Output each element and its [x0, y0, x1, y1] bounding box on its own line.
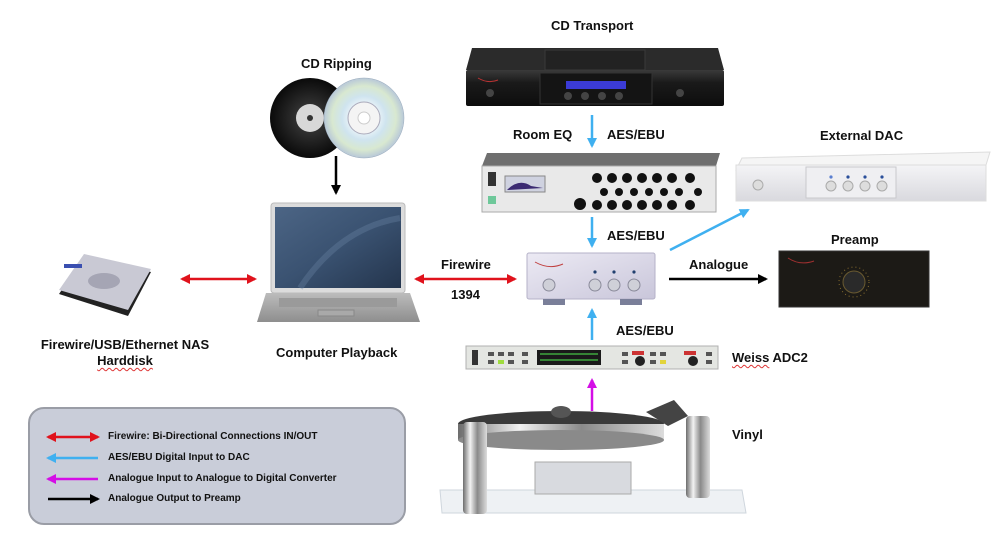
preamp-device [778, 250, 930, 308]
harddisk-device [59, 254, 151, 316]
adc-device [465, 345, 719, 370]
legend-item-analogue-output: Analogue Output to Preamp [30, 492, 404, 508]
firewire-1394-label: 1394 [451, 287, 480, 302]
room-eq-device [481, 153, 720, 213]
laptop-device [257, 202, 420, 322]
cd-transport-label: CD Transport [551, 18, 634, 33]
legend-item-firewire: Firewire: Bi-Directional Connections IN/… [30, 430, 404, 446]
turntable-device [439, 400, 747, 514]
nas-label-line2: Harddisk [97, 353, 153, 368]
legend-label-analogue-input: Analogue Input to Analogue to Digital Co… [108, 473, 337, 484]
legend-label-analogue-output: Analogue Output to Preamp [108, 493, 241, 504]
legend-item-analogue-input: Analogue Input to Analogue to Digital Co… [30, 472, 404, 488]
adc-label-word1: Weiss [732, 350, 770, 365]
cd-discs-icon [270, 77, 405, 159]
adc-label-word2: ADC2 [772, 350, 808, 365]
room-eq-label: Room EQ [513, 127, 573, 142]
adc-label: Weiss ADC2 [732, 350, 808, 365]
black-arrow-icon [48, 494, 100, 504]
aes-ebu-label-1: AES/EBU [607, 127, 665, 142]
legend-item-aes: AES/EBU Digital Input to DAC [30, 451, 404, 467]
aes-ebu-label-3: AES/EBU [616, 323, 674, 338]
external-dac-label: External DAC [820, 128, 904, 143]
preamp-label: Preamp [831, 232, 879, 247]
legend-label-aes: AES/EBU Digital Input to DAC [108, 452, 250, 463]
firewire-label: Firewire [441, 257, 491, 272]
nas-label-line1: Firewire/USB/Ethernet NAS [40, 337, 210, 352]
arrow-converter-to-dac [669, 208, 750, 252]
blue-arrow-icon [46, 453, 98, 463]
converter-device [526, 252, 656, 305]
red-double-arrow-icon [46, 432, 100, 442]
legend-label-firewire: Firewire: Bi-Directional Connections IN/… [108, 431, 318, 442]
cd-transport-device [466, 48, 724, 106]
legend-box: Firewire: Bi-Directional Connections IN/… [28, 407, 406, 525]
vinyl-label: Vinyl [732, 427, 763, 442]
aes-ebu-label-2: AES/EBU [607, 228, 665, 243]
magenta-arrow-icon [46, 474, 98, 484]
computer-playback-label: Computer Playback [276, 345, 398, 360]
external-dac-device [735, 151, 991, 202]
nas-label: Firewire/USB/Ethernet NAS Harddisk [20, 337, 230, 368]
cd-ripping-label: CD Ripping [301, 56, 372, 71]
analogue-label: Analogue [689, 257, 749, 272]
